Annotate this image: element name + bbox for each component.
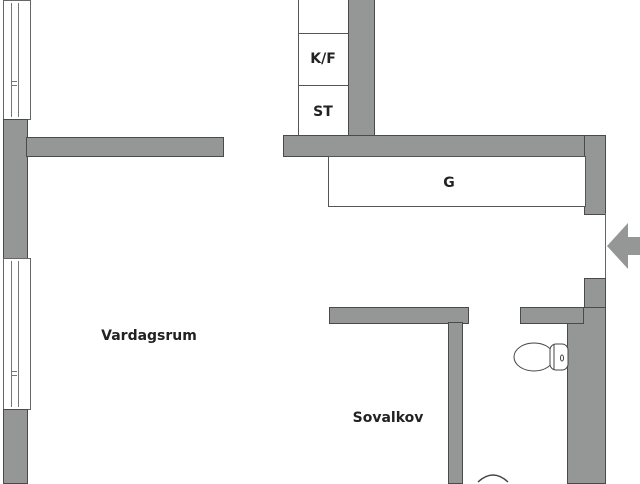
entrance-arrow-icon bbox=[607, 223, 640, 269]
wardrobe-label: G bbox=[443, 175, 455, 191]
wall-kitchen-vertical bbox=[348, 0, 375, 156]
room-label-living-room: Vardagsrum bbox=[101, 328, 197, 344]
fridge-freezer-label: K/F bbox=[310, 51, 336, 67]
fridge-freezer-cabinet bbox=[298, 33, 350, 86]
wall-alcove-top bbox=[329, 307, 469, 324]
wall-alcove-right bbox=[448, 322, 463, 484]
wall-bathroom-right bbox=[567, 307, 606, 484]
stove-cabinet bbox=[298, 85, 350, 138]
wall-bathroom-top bbox=[520, 307, 584, 324]
kitchen-counter-top bbox=[298, 0, 350, 34]
window-top-left bbox=[3, 0, 31, 120]
sink-icon bbox=[477, 474, 509, 483]
room-label-sleeping-alcove: Sovalkov bbox=[352, 410, 424, 426]
wall-left-lower bbox=[3, 409, 28, 484]
entrance-door-line bbox=[605, 213, 606, 281]
stove-label: ST bbox=[313, 104, 333, 120]
wardrobe bbox=[328, 156, 586, 207]
toilet-icon bbox=[513, 342, 569, 372]
wall-horizontal-right bbox=[283, 135, 606, 157]
wall-left-upper bbox=[3, 119, 28, 259]
wall-right-upper bbox=[584, 135, 606, 215]
window-mid-left bbox=[3, 258, 31, 410]
wall-horizontal-left bbox=[26, 137, 224, 157]
